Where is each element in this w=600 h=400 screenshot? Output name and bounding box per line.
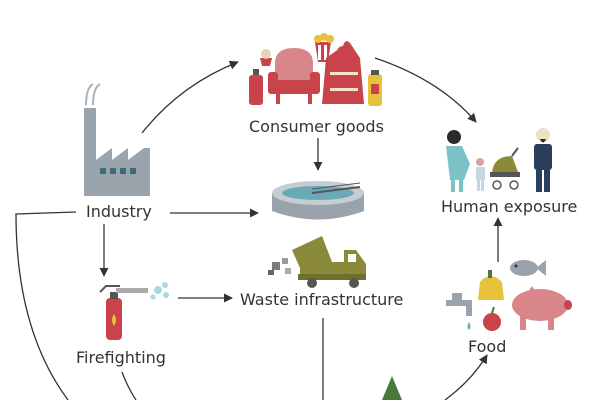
line-firefighting-down	[121, 371, 137, 400]
arrow-lower-to-food	[444, 354, 488, 400]
human-exposure-label: Human exposure	[441, 197, 578, 216]
extinguisher-large-icon	[368, 70, 382, 106]
water-tank-icon	[272, 181, 364, 220]
tree-icon	[382, 376, 402, 400]
fire-extinguisher-icon	[99, 282, 169, 340]
dessert-cup-icon	[260, 49, 272, 66]
popcorn-icon	[314, 33, 334, 62]
pregnant-woman-icon	[446, 130, 470, 192]
apple-icon	[483, 306, 501, 331]
arrow-consumer-goods-to-human-exposure	[374, 57, 477, 123]
factory-icon	[84, 83, 150, 196]
pig-icon	[512, 286, 572, 330]
firefighting-label: Firefighting	[76, 348, 166, 367]
industry-label: Industry	[86, 202, 152, 221]
tap-icon	[446, 293, 472, 330]
food-label: Food	[468, 337, 507, 356]
firefighter-suit-icon	[322, 41, 364, 104]
line-industry-left-loop	[15, 211, 77, 400]
armchair-icon	[268, 48, 320, 104]
arrow-industry-to-consumer-goods	[141, 60, 239, 134]
fish-icon	[510, 260, 546, 276]
baby-stroller-icon	[490, 147, 520, 190]
garbage-truck-icon	[268, 236, 366, 288]
child-icon	[476, 158, 485, 191]
man-icon	[534, 128, 552, 192]
consumer-goods-label: Consumer goods	[249, 117, 384, 136]
waste-infrastructure-label: Waste infrastructure	[240, 290, 404, 309]
fire-extinguisher-small-icon	[249, 69, 263, 105]
pepper-icon	[478, 270, 504, 300]
